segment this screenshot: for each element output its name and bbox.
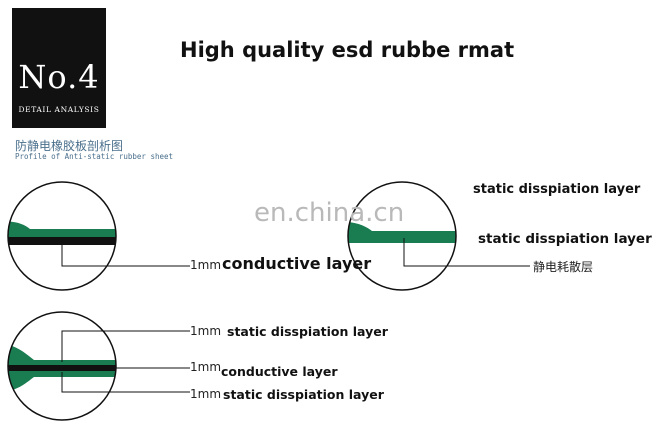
diagram-2-leader	[403, 238, 530, 267]
diagram-2-circle	[347, 181, 457, 291]
detail-badge: No.4 DETAIL ANALYSIS	[12, 8, 106, 128]
diagram-3-bottom-green-layer	[8, 371, 116, 392]
section-title-cn: 防静电橡胶板剖析图	[15, 139, 124, 153]
diagram-3-label-top: static disspiation layer	[227, 324, 388, 339]
diagram-2-layer-label: static disspiation layer	[478, 231, 652, 247]
diagram-1-cross-section	[7, 181, 190, 291]
diagram-1-green-layer	[8, 221, 116, 237]
diagram-2-top-label: static disspiation layer	[473, 182, 641, 197]
diagram-3-thickness-top: 1mm	[190, 324, 222, 338]
page-title: High quality esd rubbe rmat	[180, 38, 515, 62]
diagram-3-thickness-bottom: 1mm	[190, 387, 222, 401]
section-subtitle-en: Profile of Anti-static rubber sheet	[15, 152, 174, 161]
diagram-1-thickness: 1mm	[190, 258, 222, 272]
diagram-3-cross-section	[7, 311, 190, 421]
diagram-1-black-layer	[8, 237, 116, 245]
diagram-1-layer-label: conductive layer	[222, 254, 372, 273]
diagram-3-top-green-layer	[8, 344, 116, 366]
diagram-3-leader-top	[61, 330, 190, 362]
diagram-2-cn-label: 静电耗散层	[533, 260, 594, 274]
diagram-3-thickness-mid: 1mm	[190, 360, 222, 374]
diagram-2-cross-section	[347, 181, 530, 291]
diagram-1-leader	[61, 241, 190, 267]
badge-subtitle: DETAIL ANALYSIS	[18, 105, 100, 114]
diagram-3-label-mid: conductive layer	[221, 364, 338, 379]
diagram-3-leader-bottom	[61, 372, 190, 393]
diagram-2-green-layer	[348, 221, 456, 243]
diagram-1-circle	[7, 181, 117, 291]
diagram-3-circle	[7, 311, 117, 421]
watermark: en.china.cn	[254, 198, 405, 228]
diagram-3-label-bottom: static disspiation layer	[223, 387, 384, 402]
badge-number: No.4	[18, 58, 100, 96]
